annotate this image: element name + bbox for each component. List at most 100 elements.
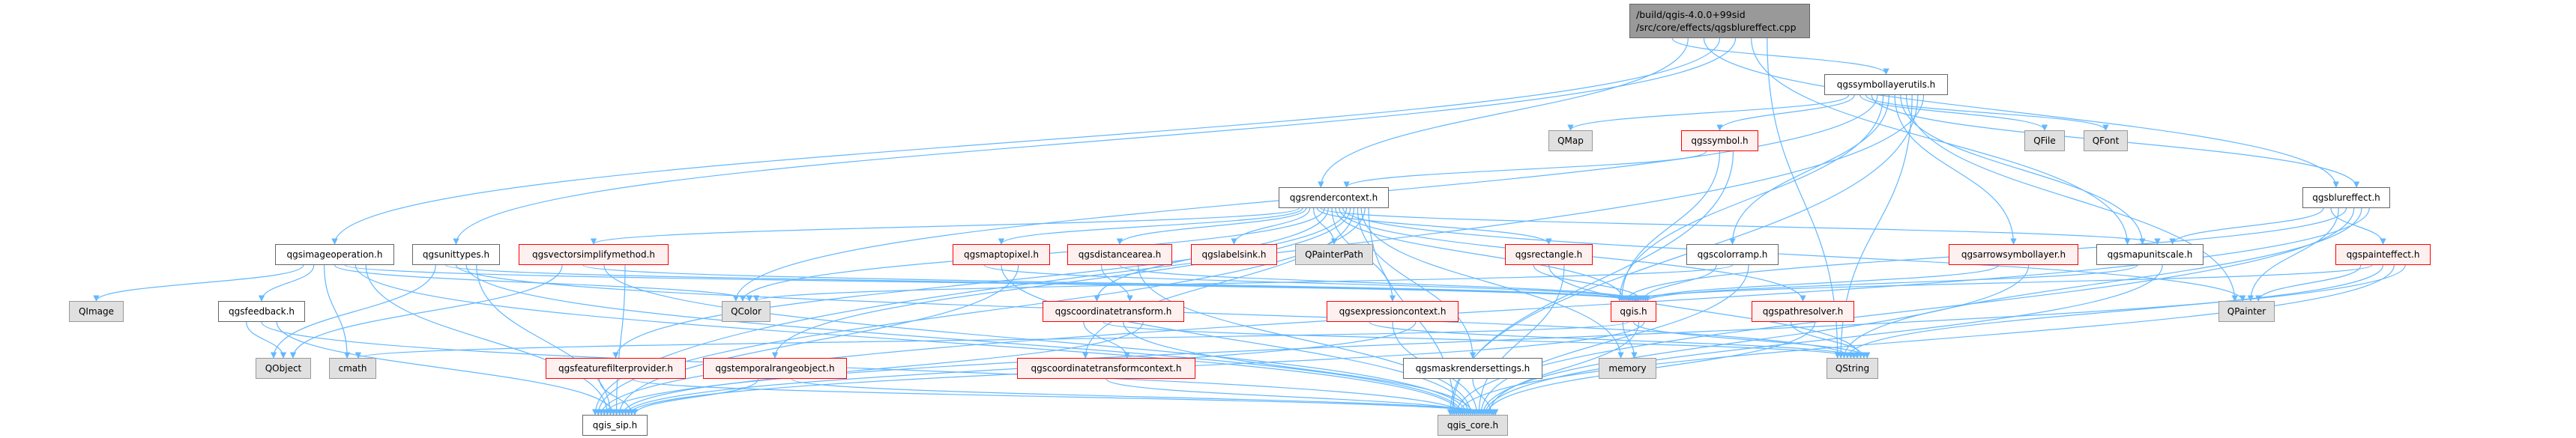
edge-qgsdistancearea-to-qgis_core xyxy=(1137,264,1474,416)
node-qgsrectangle[interactable]: qgsrectangle.h xyxy=(1505,244,1593,265)
edge-root-to-qgsblureffect xyxy=(1703,37,2339,188)
edge-qgsrendercontext-to-memory xyxy=(1360,207,1624,359)
edge-qgssymbol-to-qgsrendercontext xyxy=(1343,150,1707,188)
edge-root-to-qgsimageoperation xyxy=(331,37,1721,245)
node-qgscolorramp[interactable]: qgscolorramp.h xyxy=(1686,244,1779,265)
edge-qgsblureffect-to-qgsmapunitscale xyxy=(2169,207,2324,245)
edge-qgsarrowsymbollayer-to-qgis xyxy=(1642,264,1999,302)
node-qpainterpath[interactable]: QPainterPath xyxy=(1295,244,1373,265)
node-qpainter[interactable]: QPainter xyxy=(2218,301,2275,322)
node-qgsfeedback[interactable]: qgsfeedback.h xyxy=(218,301,305,322)
node-label: qgstemporalrangeobject.h xyxy=(715,363,835,374)
node-qgsimageoperation[interactable]: qgsimageoperation.h xyxy=(275,244,394,265)
node-qfile[interactable]: QFile xyxy=(2024,130,2065,151)
node-label: qgsvectorsimplifymethod.h xyxy=(532,249,655,260)
node-qgsrendercontext[interactable]: qgsrendercontext.h xyxy=(1279,187,1389,208)
edge-qgscoordinatetransformcontext-to-qgis_core xyxy=(1105,378,1478,416)
node-label: QPainter xyxy=(2227,306,2266,317)
edge-qgstemporalrangeobject-to-qgis_core xyxy=(791,378,1499,416)
edge-qgssymbollayerutils-to-qfile xyxy=(1859,94,2048,131)
node-qgsmaskrendersettings[interactable]: qgsmaskrendersettings.h xyxy=(1403,358,1542,379)
node-label: qgscolorramp.h xyxy=(1697,249,1768,260)
edge-qgsimageoperation-to-qimage xyxy=(93,264,304,302)
node-qgscoordinatetransformcontext[interactable]: qgscoordinatetransformcontext.h xyxy=(1017,358,1195,379)
node-label: qgsunittypes.h xyxy=(422,249,490,260)
edge-qgsrendercontext-to-qgsvectorsimplifymethod xyxy=(591,207,1300,245)
edge-qgis-to-cmath xyxy=(355,321,1629,359)
edge-qgsunittypes-to-qobject xyxy=(270,264,436,359)
edge-qgsvectorsimplifymethod-to-qgis xyxy=(582,264,1638,302)
node-label: qgsfeaturefilterprovider.h xyxy=(558,363,674,374)
node-label: qgscoordinatetransform.h xyxy=(1055,306,1172,317)
edge-qgsimageoperation-to-qgis_sip xyxy=(365,264,611,416)
edge-qgsrendercontext-to-qpainter xyxy=(1342,207,2246,302)
node-cmath[interactable]: cmath xyxy=(329,358,376,379)
edge-root-to-qstring xyxy=(1767,37,1841,359)
edge-qgsblureffect-to-qstring xyxy=(1841,207,2362,359)
node-qgsmaptopixel[interactable]: qgsmaptopixel.h xyxy=(953,244,1050,265)
node-qgscoordinatetransform[interactable]: qgscoordinatetransform.h xyxy=(1043,301,1184,322)
node-qgsfeaturefilterprovider[interactable]: qgsfeaturefilterprovider.h xyxy=(546,358,686,379)
edge-qgscoordinatetransform-to-qgis_core xyxy=(1123,321,1476,416)
node-qgstemporalrangeobject[interactable]: qgstemporalrangeobject.h xyxy=(703,358,847,379)
node-qgssymbollayerutils[interactable]: qgssymbollayerutils.h xyxy=(1824,74,1948,95)
node-qimage[interactable]: QImage xyxy=(69,301,124,322)
node-label: qgis_sip.h xyxy=(592,420,638,431)
node-label: qgssymbol.h xyxy=(1691,136,1749,146)
node-label: qgsmaptopixel.h xyxy=(963,249,1039,260)
edge-qgsmapunitscale-to-qgis_core xyxy=(1482,264,2163,416)
edge-qgis-to-qstring xyxy=(1632,321,1871,359)
edge-qgsvectorsimplifymethod-to-qgis_core xyxy=(603,264,1470,416)
node-label: memory xyxy=(1608,363,1647,374)
node-label: qgsarrowsymbollayer.h xyxy=(1961,249,2066,260)
edge-qgsdistancearea-to-qgis xyxy=(1119,264,1642,302)
node-label: qgsimageoperation.h xyxy=(286,249,383,260)
node-qmap[interactable]: QMap xyxy=(1548,130,1593,151)
node-qgslabelsink[interactable]: qgslabelsink.h xyxy=(1191,244,1277,265)
node-qgsblureffect[interactable]: qgsblureffect.h xyxy=(2302,187,2390,208)
node-qgsarrowsymbollayer[interactable]: qgsarrowsymbollayer.h xyxy=(1949,244,2078,265)
edge-qgsrendercontext-to-qgis xyxy=(1335,207,1627,302)
edge-qgscoordinatetransform-to-qgis_sip xyxy=(619,321,1144,416)
edge-qgsfeedback-to-qgis_sip xyxy=(276,321,617,416)
edge-qgssymbollayerutils-to-qfont xyxy=(1865,94,2109,131)
node-qgsunittypes[interactable]: qgsunittypes.h xyxy=(412,244,500,265)
edge-qgsblureffect-to-qgspainteffect xyxy=(2330,207,2386,245)
node-label: qgis.h xyxy=(1620,306,1647,317)
node-qfont[interactable]: QFont xyxy=(2084,130,2128,151)
edge-qgsrendercontext-to-qgslabelsink xyxy=(1231,207,1311,245)
node-label: qgsfeedback.h xyxy=(228,306,295,317)
edge-qgsrectangle-to-qgis xyxy=(1533,264,1644,302)
node-qgspainteffect[interactable]: qgspainteffect.h xyxy=(2335,244,2431,265)
node-label: qgssymbollayerutils.h xyxy=(1836,79,1936,90)
node-qobject[interactable]: QObject xyxy=(256,358,311,379)
node-qgsvectorsimplifymethod[interactable]: qgsvectorsimplifymethod.h xyxy=(519,244,669,265)
edge-qgsmaptopixel-to-qgis_core xyxy=(1001,264,1472,416)
edge-qgsfeedback-to-qobject xyxy=(246,321,287,359)
edge-qgsfeaturefilterprovider-to-qgis_core xyxy=(631,378,1497,416)
node-qgsdistancearea[interactable]: qgsdistancearea.h xyxy=(1067,244,1172,265)
root-file-node[interactable]: /build/qgis-4.0.0+99sid /src/core/effect… xyxy=(1629,4,1810,38)
node-qgsmapunitscale[interactable]: qgsmapunitscale.h xyxy=(2096,244,2204,265)
edge-qgsrendercontext-to-qgsrectangle xyxy=(1316,207,1552,245)
node-qgssymbol[interactable]: qgssymbol.h xyxy=(1681,130,1758,151)
node-qgis-core[interactable]: qgis_core.h xyxy=(1438,415,1508,436)
edge-qgspainteffect-to-qpainter xyxy=(2255,264,2362,302)
node-qgis[interactable]: qgis.h xyxy=(1611,301,1656,322)
edge-qgsvectorsimplifymethod-to-qgis_sip xyxy=(613,264,626,416)
node-qgis-sip[interactable]: qgis_sip.h xyxy=(582,415,648,436)
edge-qgssymbollayerutils-to-qmap xyxy=(1567,94,1850,131)
node-qgsexpressioncontext[interactable]: qgsexpressioncontext.h xyxy=(1327,301,1459,322)
edge-qgssymbollayerutils-to-qpainter xyxy=(1905,94,2238,302)
root-path-line2: /src/core/effects/qgsblureffect.cpp xyxy=(1636,22,1797,33)
edge-qgssymbollayerutils-to-qgsarrowsymbollayer xyxy=(1894,94,2017,245)
edge-qgsrendercontext-to-qgis_sip xyxy=(595,207,1366,416)
node-memory[interactable]: memory xyxy=(1599,358,1656,379)
node-qgspathresolver[interactable]: qgspathresolver.h xyxy=(1752,301,1854,322)
node-label: qgslabelsink.h xyxy=(1201,249,1267,260)
node-qstring[interactable]: QString xyxy=(1827,358,1878,379)
edge-qgspainteffect-to-qgis xyxy=(1625,264,2373,302)
node-label: qgsblureffect.h xyxy=(2312,192,2380,203)
node-qcolor[interactable]: QColor xyxy=(722,301,770,322)
node-label: qgsdistancearea.h xyxy=(1078,249,1162,260)
